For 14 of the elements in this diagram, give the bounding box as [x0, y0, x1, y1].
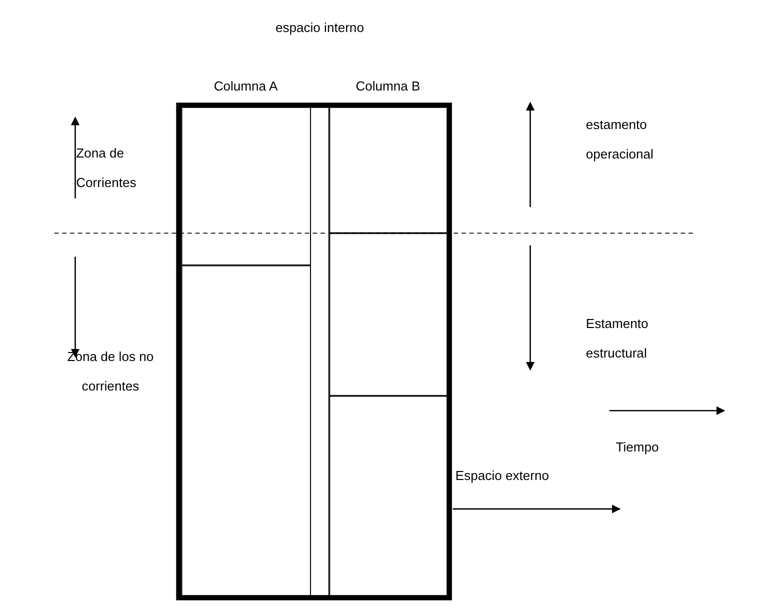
region-label: espacio interno — [274, 20, 365, 38]
balance-cell — [181, 265, 311, 598]
balance-cell — [329, 105, 448, 234]
text-label: Tiempo — [614, 439, 660, 457]
column-heading: Columna B — [354, 79, 422, 94]
text-label: Estamento estructural — [586, 316, 650, 364]
text-label: estamento operacional — [586, 116, 654, 164]
balance-cell — [329, 396, 448, 598]
balance-cell — [181, 105, 311, 266]
column-heading: Columna A — [212, 79, 279, 94]
text-label: Zona de Corrientes — [76, 145, 138, 193]
text-label: Zona de los no corrientes — [66, 348, 155, 396]
balance-cell — [329, 233, 448, 396]
text-label: Espacio externo — [455, 468, 550, 486]
